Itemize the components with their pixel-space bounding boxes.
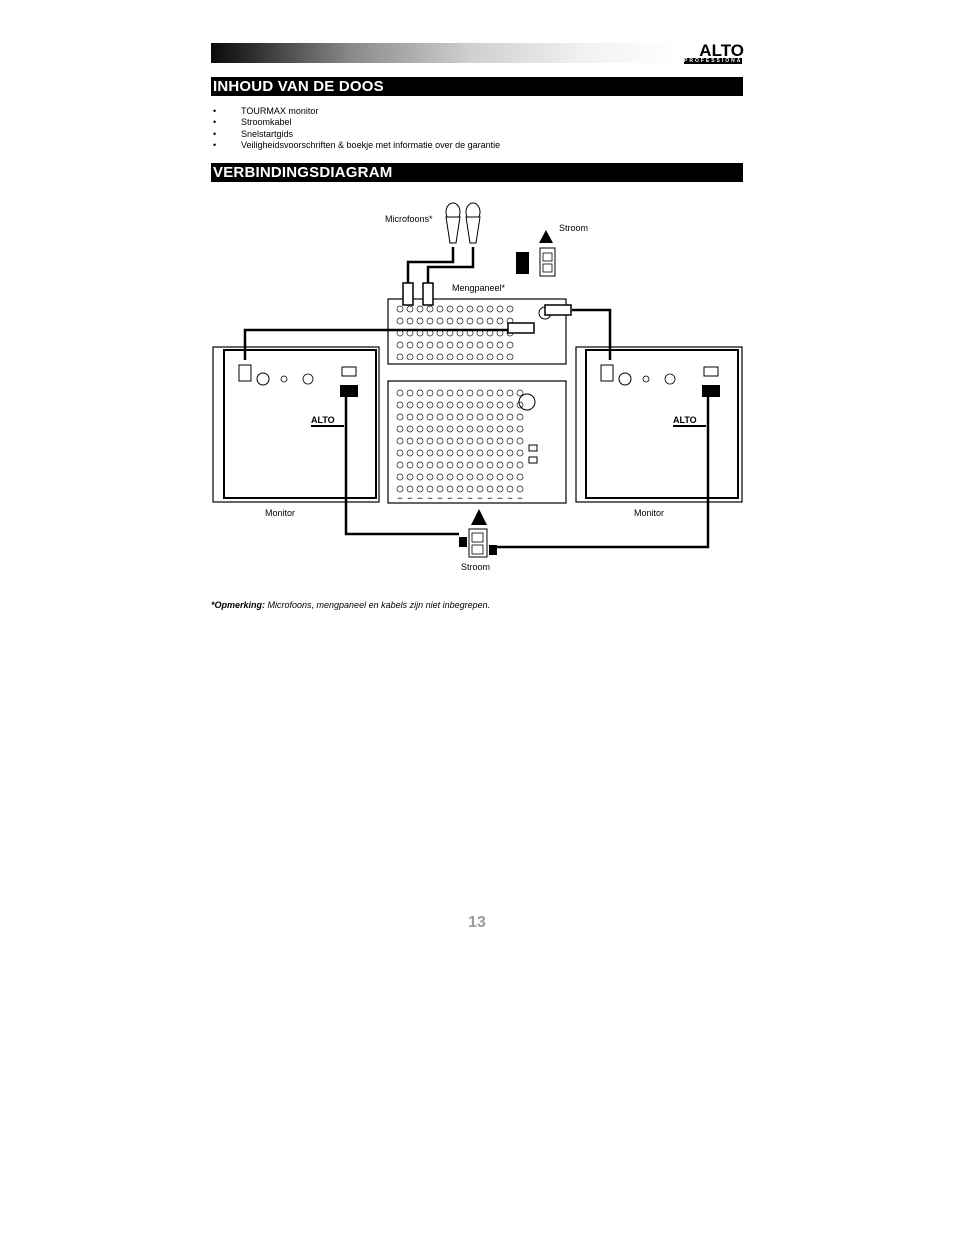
page-number: 13 bbox=[468, 914, 486, 931]
list-item-text: TOURMAX monitor bbox=[241, 106, 319, 116]
list-item: • TOURMAX monitor bbox=[211, 106, 500, 117]
bullet: • bbox=[213, 117, 217, 128]
section-title-diagram: VERBINDINGSDIAGRAM bbox=[211, 163, 743, 182]
list-item: • Veiligheidsvoorschriften & boekje met i… bbox=[211, 140, 500, 151]
monitor-left-label: Monitor bbox=[265, 508, 296, 518]
list-item: • Stroomkabel bbox=[211, 117, 500, 128]
power-top-label: Stroom bbox=[559, 223, 589, 233]
footnote-text: Microfoons, mengpaneel en kabels zijn ni… bbox=[265, 600, 491, 610]
footnote-prefix: *Opmerking: bbox=[211, 600, 266, 610]
monitor-right-label: Monitor bbox=[634, 508, 665, 518]
list-item-text: Stroomkabel bbox=[241, 117, 292, 128]
contents-list: • TOURMAX monitor • Stroomkabel • Snelstart… bbox=[211, 106, 500, 152]
logo-main-text: ALTO bbox=[699, 41, 744, 60]
logo-sub-text: PROFESSIONAL bbox=[684, 58, 748, 64]
power-outlet-bottom bbox=[459, 509, 497, 558]
connection-diagram: ALTO ALTO bbox=[212, 202, 743, 558]
mixer bbox=[387, 298, 567, 504]
microphones bbox=[445, 202, 481, 244]
monitor-right: ALTO bbox=[575, 346, 743, 503]
footnote: *Opmerking: Microfoons, mengpaneel en ka… bbox=[211, 600, 490, 610]
list-item-text: Veiligheidsvoorschriften & boekje met in… bbox=[241, 140, 501, 151]
cables bbox=[243, 247, 710, 549]
monitor-left: ALTO bbox=[212, 346, 380, 503]
list-item: • Snelstartgids bbox=[211, 129, 500, 140]
section-title-contents: INHOUD VAN DE DOOS bbox=[211, 77, 743, 96]
connectors bbox=[402, 282, 572, 334]
bullet: • bbox=[213, 106, 217, 116]
list-item-text: Snelstartgids bbox=[241, 128, 294, 139]
header-gradient-bar bbox=[211, 43, 681, 63]
power-bottom-label: Stroom bbox=[461, 562, 491, 572]
bullet: • bbox=[213, 140, 217, 151]
bullet: • bbox=[213, 128, 217, 139]
monitor-left-logo: ALTO bbox=[311, 415, 335, 425]
power-outlet-top bbox=[516, 230, 556, 277]
microphones-label: Microfoons* bbox=[385, 214, 433, 224]
alto-logo: ALTO PROFESSIONAL bbox=[684, 41, 748, 65]
mixer-label: Mengpaneel* bbox=[452, 283, 506, 293]
monitor-right-logo: ALTO bbox=[673, 415, 697, 425]
